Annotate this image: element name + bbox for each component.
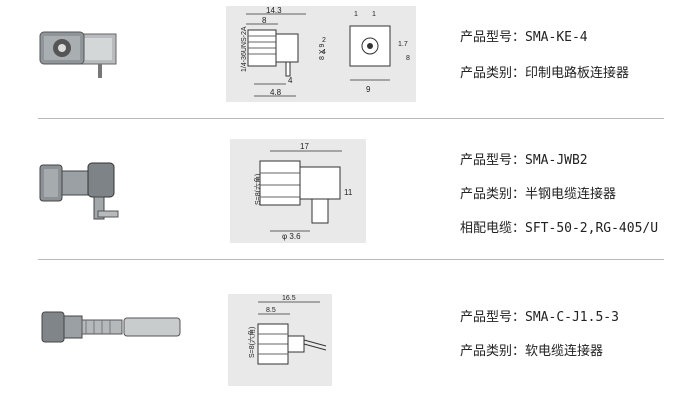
dim-8x9: 8 X 9 — [319, 44, 326, 60]
cable-line-2: 相配电缆：SFT-50-2,RG-405/U — [460, 217, 658, 236]
hex-label-3: S=8(六角) — [247, 327, 256, 358]
dim-2: 2 — [322, 37, 326, 44]
model-line-3: 产品型号：SMA-C-J1.5-3 — [460, 306, 619, 325]
category-value: 印制电路板连接器 — [525, 66, 630, 81]
model-value: SMA-JWB2 — [525, 153, 588, 168]
dim-8-5: 8.5 — [266, 307, 276, 314]
row-divider-2 — [38, 259, 664, 260]
cable-label: 相配电缆： — [460, 221, 526, 236]
dim-3-6: φ 3.6 — [282, 232, 301, 241]
model-value: SMA-KE-4 — [525, 30, 588, 45]
category-label: 产品类别： — [460, 344, 526, 359]
technical-drawing-2: 17 S=8(六角) 11 φ 3.6 — [230, 139, 366, 243]
dim-16-5: 16.5 — [282, 295, 296, 302]
model-value: SMA-C-J1.5-3 — [525, 310, 619, 325]
model-label: 产品型号： — [460, 310, 526, 325]
product-row-3: 16.5 8.5 S=8(六角) 产品型号：SMA-C-J1.5-3 产品类别：… — [0, 260, 700, 400]
model-label: 产品型号： — [460, 30, 526, 45]
dim-4: 4 — [322, 49, 326, 56]
technical-drawing-3: 16.5 8.5 S=8(六角) — [228, 294, 332, 386]
technical-drawing-1: 14.3 8 1/4-36UNS-2A 8 X 9 2 4 4 4.8 1 1 … — [226, 6, 416, 102]
dim-1a: 1 — [354, 11, 358, 18]
dim-14-3: 14.3 — [266, 6, 282, 15]
dim-1b: 1 — [372, 11, 376, 18]
model-label: 产品型号： — [460, 153, 526, 168]
category-value: 半钢电缆连接器 — [525, 187, 617, 202]
product-row-2: 17 S=8(六角) 11 φ 3.6 产品型号：SMA-JWB2 产品类别：半… — [0, 119, 700, 259]
cable-value: SFT-50-2,RG-405/U — [525, 221, 659, 236]
model-line-1: 产品型号：SMA-KE-4 — [460, 26, 588, 45]
category-line-1: 产品类别：印制电路板连接器 — [460, 62, 629, 81]
dim-8b: 8 — [406, 55, 410, 62]
dim-4-8: 4.8 — [270, 88, 282, 97]
hex-label-2: S=8(六角) — [253, 174, 262, 205]
category-value: 软电缆连接器 — [525, 344, 604, 359]
category-line-2: 产品类别：半钢电缆连接器 — [460, 183, 616, 202]
row-divider-1 — [38, 118, 664, 119]
dim-1-7: 1.7 — [398, 41, 408, 48]
product-photo-pcb-connector — [36, 16, 120, 82]
product-row-1: 14.3 8 1/4-36UNS-2A 8 X 9 2 4 4 4.8 1 1 … — [0, 0, 700, 118]
product-photo-cable-connector — [40, 304, 190, 350]
model-line-2: 产品型号：SMA-JWB2 — [460, 149, 588, 168]
dim-4b: 4 — [288, 76, 293, 85]
category-line-3: 产品类别：软电缆连接器 — [460, 340, 603, 359]
dim-8: 8 — [262, 16, 267, 25]
dim-11: 11 — [344, 188, 353, 197]
category-label: 产品类别： — [460, 187, 526, 202]
dim-9: 9 — [366, 85, 371, 94]
thread-label: 1/4-36UNS-2A — [241, 26, 248, 72]
category-label: 产品类别： — [460, 66, 526, 81]
dim-17: 17 — [300, 142, 309, 151]
product-photo-right-angle-connector — [36, 155, 124, 225]
